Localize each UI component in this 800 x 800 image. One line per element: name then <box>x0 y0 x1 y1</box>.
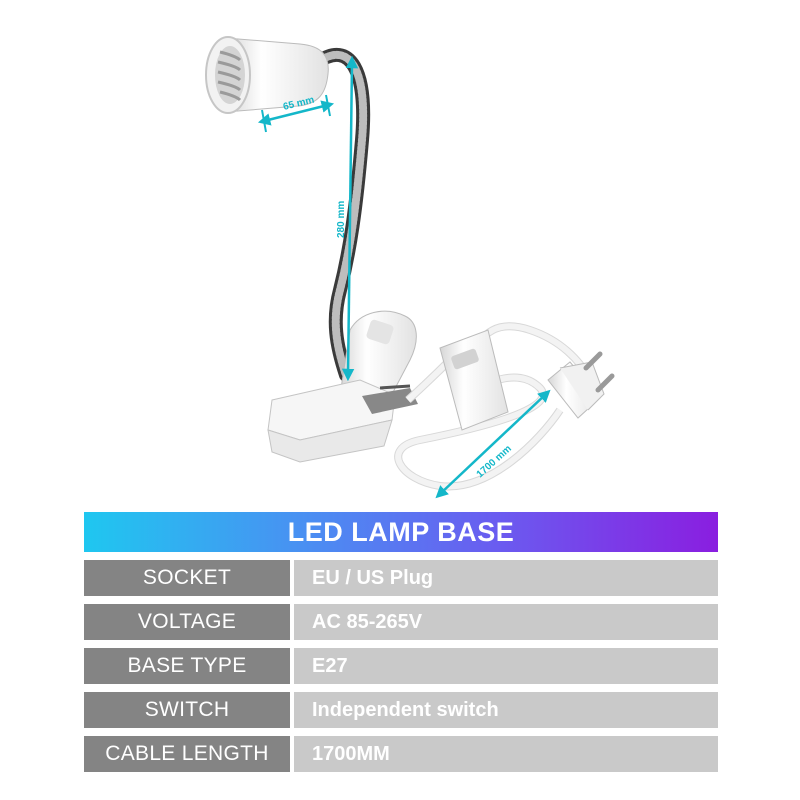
dimension-gooseneck: 280 mm <box>336 55 359 382</box>
spec-label: CABLE LENGTH <box>84 736 290 772</box>
banner-title: LED LAMP BASE <box>287 516 515 547</box>
inline-switch <box>439 329 509 431</box>
spec-value: Independent switch <box>294 692 718 728</box>
dimension-gooseneck-label: 280 mm <box>336 201 347 238</box>
spec-value: E27 <box>294 648 718 684</box>
spec-row-socket: SOCKET EU / US Plug <box>84 560 718 596</box>
spec-label: SWITCH <box>84 692 290 728</box>
lamp-product-illustration: 65 mm 280 mm 1700 mm <box>205 36 615 499</box>
spec-label: BASE TYPE <box>84 648 290 684</box>
spec-row-switch: SWITCH Independent switch <box>84 692 718 728</box>
spec-label: SOCKET <box>84 560 290 596</box>
lamp-clip <box>267 310 418 463</box>
spec-value: AC 85-265V <box>294 604 718 640</box>
spec-row-voltage: VOLTAGE AC 85-265V <box>84 604 718 640</box>
eu-plug <box>547 351 615 419</box>
spec-label: VOLTAGE <box>84 604 290 640</box>
spec-value: 1700MM <box>294 736 718 772</box>
lamp-socket <box>205 36 329 114</box>
spec-row-base-type: BASE TYPE E27 <box>84 648 718 684</box>
spec-value: EU / US Plug <box>294 560 718 596</box>
spec-row-cable-length: CABLE LENGTH 1700MM <box>84 736 718 772</box>
spec-banner: LED LAMP BASE <box>84 512 718 552</box>
